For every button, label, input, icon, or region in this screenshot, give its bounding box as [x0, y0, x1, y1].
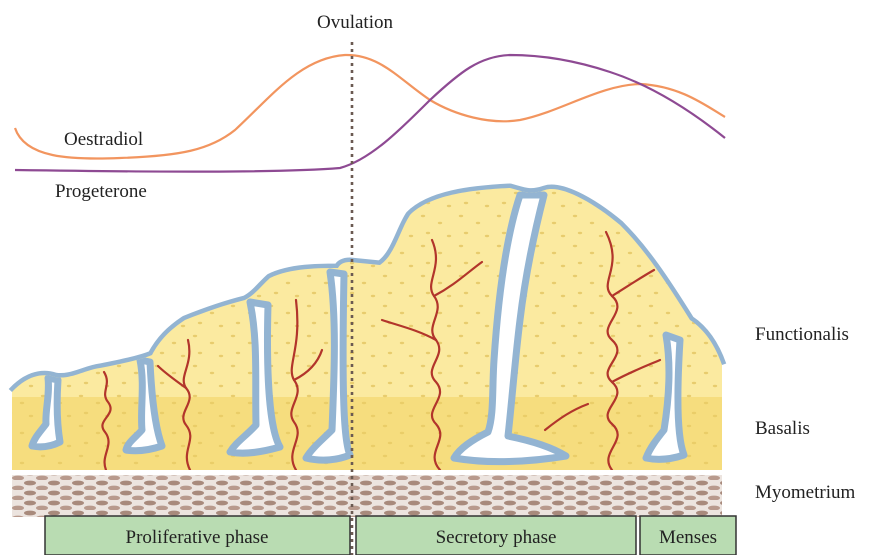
ovulation-label: Ovulation: [317, 12, 393, 33]
functionalis-label: Functionalis: [755, 324, 849, 345]
hormone-curves: [15, 55, 725, 172]
progesterone-label: Progeterone: [55, 181, 147, 202]
oestradiol-label: Oestradiol: [64, 129, 143, 150]
phase-bar: Proliferative phase Secretory phase Mens…: [45, 516, 736, 555]
myometrium-layer: [12, 475, 722, 517]
myometrium-label: Myometrium: [755, 482, 855, 503]
basalis-label: Basalis: [755, 418, 810, 439]
phase-label-menses: Menses: [659, 527, 717, 548]
progesterone-curve: [15, 55, 725, 172]
phase-label-proliferative: Proliferative phase: [126, 527, 269, 548]
phase-label-secretory: Secretory phase: [436, 527, 557, 548]
